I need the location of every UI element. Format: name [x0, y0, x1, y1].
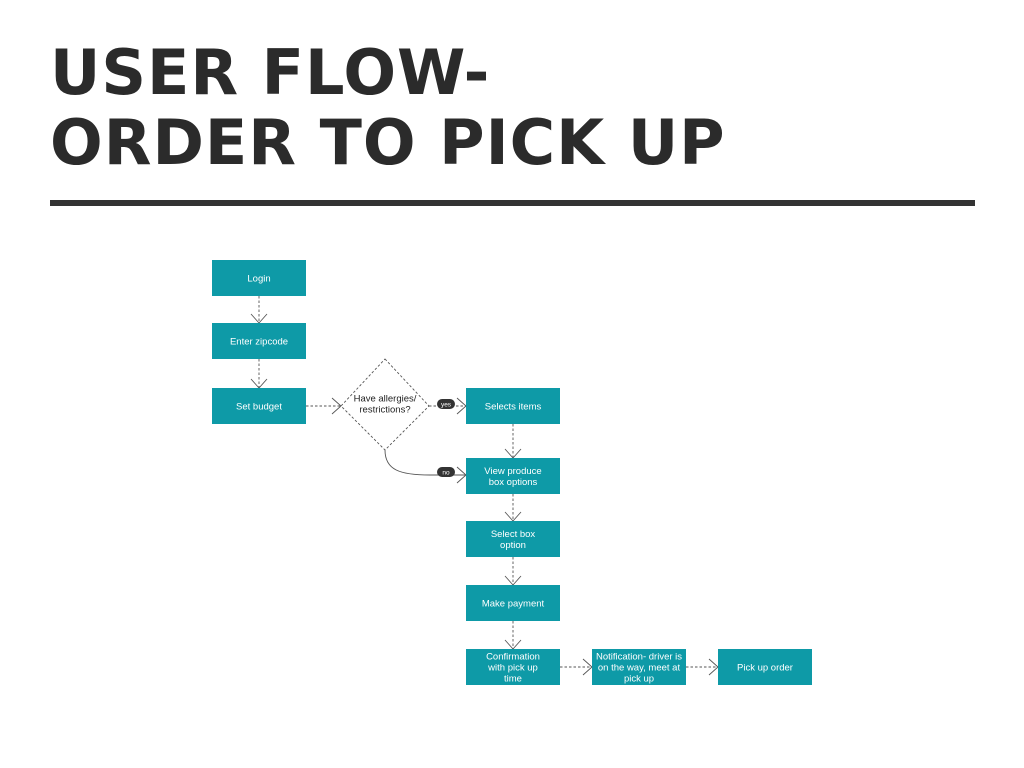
- node-label: Make payment: [482, 599, 545, 610]
- node-enter-zipcode: Enter zipcode: [212, 323, 306, 359]
- svg-text:no: no: [442, 469, 450, 476]
- page-title: USER FLOW- ORDER TO PICK UP: [50, 38, 726, 178]
- node-label: Enter zipcode: [230, 337, 288, 348]
- title-divider: [50, 200, 975, 206]
- node-set-budget: Set budget: [212, 388, 306, 424]
- node-label: Selects items: [485, 402, 542, 413]
- node-label: Set budget: [236, 402, 282, 413]
- node-login: Login: [212, 260, 306, 296]
- decision-diamond: [340, 358, 430, 451]
- node-pick-up-order: Pick up order: [718, 649, 812, 685]
- connector-decision-no: [384, 449, 466, 476]
- node-label: Login: [247, 274, 270, 285]
- no-badge: no: [437, 467, 455, 477]
- node-selects-items: Selects items: [466, 388, 560, 424]
- decision-label: Have allergies/restrictions?: [354, 394, 417, 416]
- yes-badge: yes: [437, 399, 455, 409]
- title-line-2: ORDER TO PICK UP: [50, 106, 726, 179]
- svg-text:yes: yes: [441, 401, 452, 408]
- node-label: Pick up order: [737, 663, 793, 674]
- node-make-payment: Make payment: [466, 585, 560, 621]
- title-line-1: USER FLOW-: [50, 36, 491, 109]
